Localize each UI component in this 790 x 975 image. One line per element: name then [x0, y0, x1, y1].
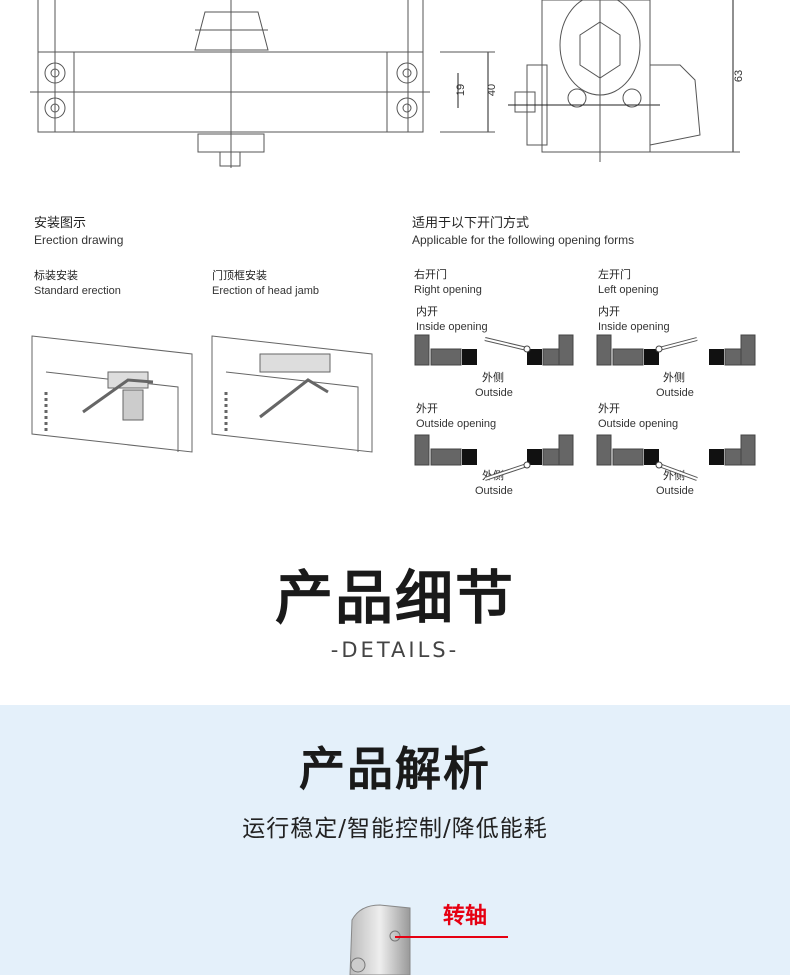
wall — [414, 434, 430, 466]
door-leaf-highlight — [658, 338, 698, 350]
outside-side-en-1: Outside — [475, 387, 513, 399]
pivot-callout-label: 转轴 — [443, 904, 488, 929]
callout-line — [395, 936, 508, 938]
installation-illustrations — [31, 335, 373, 453]
head-jamb-cn: 门顶框安装 — [212, 269, 267, 282]
left-opening-cn: 左开门 — [598, 268, 631, 281]
door-leaf-highlight — [658, 464, 698, 480]
standard-erection-en: Standard erection — [34, 285, 121, 297]
erection-title-en: Erection drawing — [34, 233, 124, 247]
details-subtitle: -DETAILS- — [330, 638, 460, 662]
wall — [612, 448, 644, 466]
inside-opening-en-right: Inside opening — [416, 321, 488, 333]
analysis-title: 产品解析 — [299, 742, 491, 796]
door-frame — [462, 449, 477, 465]
wall — [558, 434, 574, 466]
right-opening-en: Right opening — [414, 284, 482, 296]
analysis-subtitle: 运行稳定/智能控制/降低能耗 — [242, 816, 548, 842]
door-frame — [527, 349, 542, 365]
applicable-title-cn: 适用于以下开门方式 — [412, 216, 530, 231]
left-opening-en: Left opening — [598, 284, 659, 296]
outside-side-en-2: Outside — [656, 387, 694, 399]
door-opening-diagrams — [414, 334, 756, 481]
door-frame — [644, 349, 659, 365]
door-leaf-highlight — [484, 464, 528, 480]
door-frame — [644, 449, 659, 465]
wall — [740, 334, 756, 366]
wall — [430, 348, 462, 366]
door-frame — [527, 449, 542, 465]
hinge — [655, 461, 663, 469]
inside-opening-en-left: Inside opening — [598, 321, 670, 333]
door-frame — [709, 349, 724, 365]
wall — [558, 334, 574, 366]
wall — [612, 348, 644, 366]
outside-side-cn-2: 外侧 — [663, 371, 685, 384]
wall — [430, 448, 462, 466]
outside-opening-en-right: Outside opening — [416, 418, 497, 430]
head-jamb-en: Erection of head jamb — [212, 285, 320, 297]
erection-title-cn: 安装图示 — [34, 216, 87, 231]
outside-opening-cn-left: 外开 — [598, 402, 620, 415]
hinge — [523, 345, 531, 353]
door-leaf-highlight — [484, 338, 528, 350]
inside-opening-cn-left: 内开 — [598, 305, 620, 318]
applicable-title-en: Applicable for the following opening for… — [412, 233, 635, 247]
hinge — [655, 345, 663, 353]
outside-opening-cn-right: 外开 — [416, 402, 438, 415]
door-closer-technical-drawing — [30, 0, 740, 168]
standard-erection-cn: 标装安装 — [34, 269, 78, 282]
door-frame — [462, 349, 477, 365]
details-title: 产品细节 — [274, 564, 515, 632]
right-opening-cn: 右开门 — [414, 268, 447, 281]
outside-side-cn-1: 外侧 — [482, 371, 504, 384]
inside-opening-cn-right: 内开 — [416, 305, 438, 318]
wall — [596, 334, 612, 366]
wall — [414, 334, 430, 366]
wall — [740, 434, 756, 466]
outside-side-en-3: Outside — [475, 485, 513, 497]
hinge — [523, 461, 531, 469]
outside-opening-en-left: Outside opening — [598, 418, 679, 430]
outside-side-en-4: Outside — [656, 485, 694, 497]
door-frame — [709, 449, 724, 465]
wall — [596, 434, 612, 466]
